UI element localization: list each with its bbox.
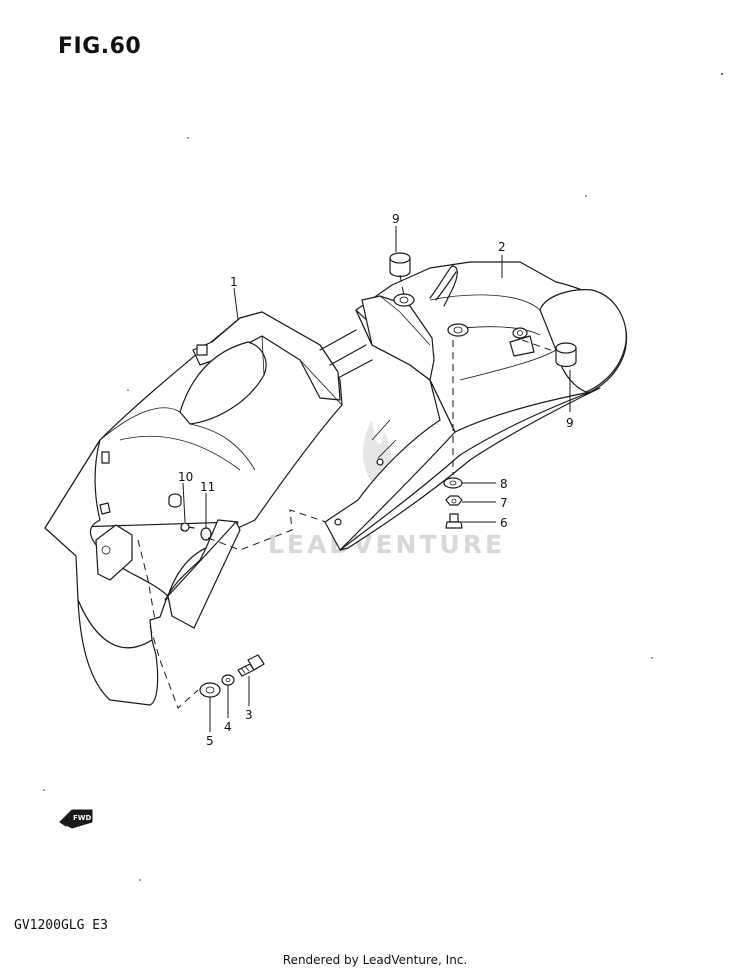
callout-5: 5 xyxy=(206,734,214,748)
callout-3: 3 xyxy=(245,708,253,722)
spacer-9-right xyxy=(555,342,577,368)
spacer-9-top xyxy=(389,252,411,278)
callout-8: 8 xyxy=(500,477,508,491)
figure-title: FIG.60 xyxy=(58,34,142,59)
model-code: GV1200GLG E3 xyxy=(14,918,108,933)
callout-7: 7 xyxy=(500,496,508,510)
screw-10 xyxy=(180,522,195,532)
fender-front-part-1 xyxy=(44,311,343,706)
bolt-6 xyxy=(445,513,463,529)
callout-6: 6 xyxy=(500,516,508,530)
callout-numbers: 1 2 3 4 5 6 7 8 9 9 10 11 xyxy=(178,212,574,748)
bolt-3 xyxy=(237,654,265,677)
scan-specks xyxy=(43,73,723,881)
washer-5 xyxy=(199,682,221,698)
lockwasher-4 xyxy=(221,674,235,686)
callout-1: 1 xyxy=(230,275,238,289)
fender-rear-part-2 xyxy=(324,261,628,551)
callout-11: 11 xyxy=(200,480,215,494)
fender-link-strut xyxy=(319,329,373,379)
nut-7 xyxy=(445,495,463,506)
washer-8 xyxy=(443,477,463,489)
fwd-label: FWD xyxy=(73,814,92,822)
leader-lines xyxy=(149,226,571,732)
callout-9-top: 9 xyxy=(392,212,400,226)
callout-4: 4 xyxy=(224,720,232,734)
callout-10: 10 xyxy=(178,470,193,484)
fwd-arrow-icon: FWD xyxy=(59,809,93,829)
grommet-10 xyxy=(168,493,182,508)
footer-credit: Rendered by LeadVenture, Inc. xyxy=(282,953,468,967)
callout-2: 2 xyxy=(498,240,506,254)
callout-9-right: 9 xyxy=(566,416,574,430)
watermark-text: LEADVENTURE xyxy=(268,530,505,559)
